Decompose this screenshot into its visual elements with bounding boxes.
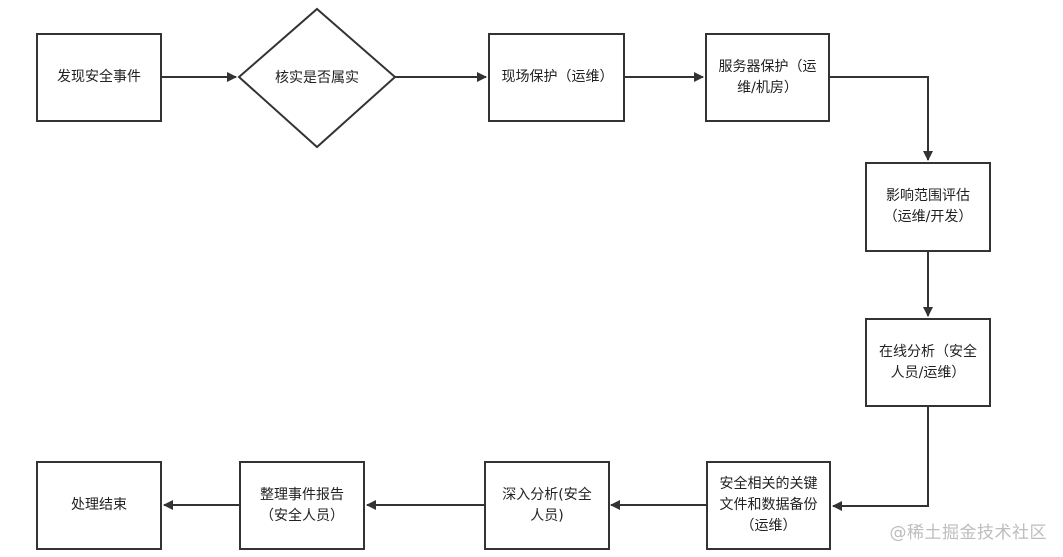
- node-server-protection: 服务器保护（运维/机房）: [705, 33, 830, 122]
- node-deep-analysis: 深入分析(安全人员): [484, 461, 610, 550]
- node-end-label: 处理结束: [71, 497, 127, 513]
- node-onsite-protection: 现场保护（运维）: [488, 33, 625, 122]
- node-online-label: 在线分析（安全人员/运维）: [879, 343, 977, 381]
- node-onsite-label: 现场保护（运维）: [501, 69, 614, 85]
- watermark: @稀土掘金技术社区: [889, 523, 1047, 543]
- node-incident-report: 整理事件报告（安全人员）: [239, 461, 365, 550]
- node-backup-label: 安全相关的关键文件和数据备份（运维）: [719, 476, 818, 534]
- decision-diamond: [237, 7, 397, 149]
- arrow-server-impact: [830, 76, 933, 161]
- node-server-label: 服务器保护（运维/机房）: [718, 58, 817, 96]
- node-deep-label: 深入分析(安全人员): [502, 486, 592, 524]
- arrow-online-backup: [832, 407, 929, 511]
- node-verify-label-wrap: 核实是否属实: [249, 57, 385, 97]
- node-online-analysis: 在线分析（安全人员/运维）: [865, 318, 991, 407]
- node-discover-label: 发现安全事件: [57, 69, 141, 85]
- node-process-end: 处理结束: [36, 461, 162, 550]
- node-discover-event: 发现安全事件: [36, 33, 162, 122]
- node-impact-assessment: 影响范围评估（运维/开发）: [865, 162, 991, 252]
- node-data-backup: 安全相关的关键文件和数据备份（运维）: [706, 461, 831, 550]
- node-report-label: 整理事件报告（安全人员）: [260, 486, 344, 524]
- node-verify-label: 核实是否属实: [275, 70, 359, 86]
- node-impact-label: 影响范围评估（运维/开发）: [883, 188, 973, 225]
